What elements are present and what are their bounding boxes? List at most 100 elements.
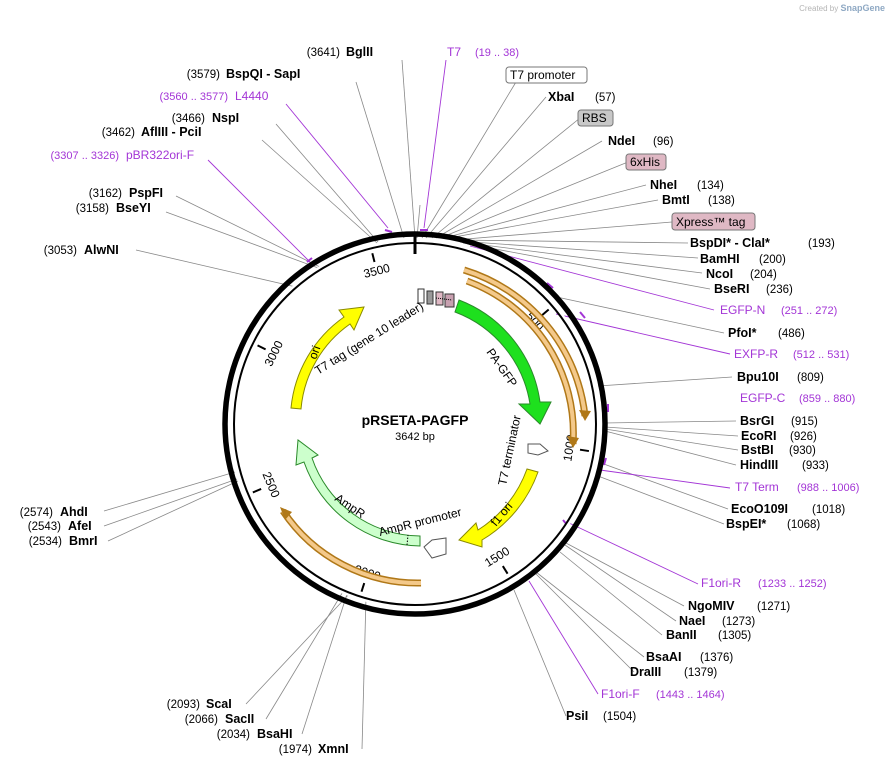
site-bpu10i: Bpu10I (737, 370, 779, 384)
rbs-feature (426, 290, 434, 305)
site-psii: PsiI (566, 709, 588, 723)
primer-egfp-n-pos: (251 .. 272) (781, 305, 837, 317)
site-bmri-pos: (2534) (29, 536, 62, 548)
site-bsaai-pos: (1376) (700, 652, 733, 664)
site-psii-pos: (1504) (603, 711, 636, 723)
site-pfoi: PfoI* (728, 326, 757, 340)
scale-tick-label-2500: 2500 (259, 470, 282, 500)
site-afei: AfeI (68, 519, 92, 533)
site-ngomiv-pos: (1271) (757, 601, 790, 613)
site-ecoo109i: EcoO109I (731, 502, 788, 516)
site-bseyi: BseYI (116, 201, 151, 215)
site-sacii: SacII (225, 712, 254, 726)
site-alwni-pos: (3053) (44, 245, 77, 257)
scale-tick-500 (541, 308, 550, 317)
primer-t7-term-pos: (988 .. 1006) (797, 482, 859, 494)
site-banii: BanII (666, 628, 697, 642)
site-xbai-pos: (57) (595, 92, 616, 104)
site-ncoi: NcoI (706, 267, 733, 281)
site-hindiii-pos: (933) (802, 460, 829, 472)
ampr-promoter-label: AmpR promoter (377, 505, 463, 539)
site-ahdi: AhdI (60, 505, 88, 519)
rbs-box-label: RBS (582, 111, 607, 125)
primer-exfp-r-pos: (512 .. 531) (793, 349, 849, 361)
primer-pbr322ori-f: pBR322ori-F (126, 148, 194, 162)
site-afei-pos: (2543) (28, 521, 61, 533)
scale-tick-label-3000: 3000 (262, 338, 287, 368)
primer-t7: T7 (447, 45, 461, 59)
primer-egfp-c-pos: (859 .. 880) (799, 393, 855, 405)
site-xmni: XmnI (318, 742, 349, 756)
watermark-prefix: Created by (799, 4, 839, 13)
xpress-tag-box-label: Xpress™ tag (676, 215, 745, 229)
site-bseri: BseRI (714, 282, 749, 296)
f1-ori-arrow (458, 468, 539, 548)
site-naei: NaeI (679, 614, 705, 628)
site-sacii-pos: (2066) (185, 714, 218, 726)
snapgene-watermark: Created by SnapGene (799, 3, 885, 13)
pagfp-arrow (454, 299, 552, 425)
site-hindiii: HindIII (740, 458, 778, 472)
site-banii-pos: (1305) (718, 630, 751, 642)
site-nhei: NheI (650, 178, 677, 192)
site-pspfi-pos: (3162) (89, 188, 122, 200)
site-alwni: AlwNI (84, 243, 119, 257)
boxed-feature-labels: T7 promoter RBS 6xHis Xpress™ tag (505, 66, 756, 231)
scale-tick-2000 (360, 582, 366, 592)
site-bseri-pos: (236) (766, 284, 793, 296)
backbone-outer-ring (222, 231, 608, 617)
site-scai: ScaI (206, 697, 232, 711)
site-draiii-pos: (1379) (684, 667, 717, 679)
site-ncoi-pos: (204) (750, 269, 777, 281)
t7-promoter-box (505, 66, 588, 84)
site-ndei: NdeI (608, 134, 635, 148)
site-ecori: EcoRI (741, 429, 776, 443)
t7-promoter-feature (417, 288, 425, 304)
site-pspfi: PspFI (129, 186, 163, 200)
site-bspqi-sapi: BspQI - SapI (226, 67, 300, 81)
scale-tick-2500 (252, 488, 262, 494)
site-naei-pos: (1273) (722, 616, 755, 628)
plasmid-name: pRSETA-PAGFP (362, 412, 469, 428)
site-ahdi-pos: (2574) (20, 507, 53, 519)
primer-exfp-r: EXFP-R (734, 347, 778, 361)
xpress-tag-box (671, 212, 756, 231)
primer-l4440: L4440 (235, 89, 269, 103)
site-bsrgi-pos: (915) (791, 416, 818, 428)
site-pfoi-pos: (486) (778, 328, 805, 340)
site-xmni-pos: (1974) (279, 744, 312, 756)
site-bglii: BglII (346, 45, 373, 59)
primer-f1ori-f: F1ori-F (601, 687, 640, 701)
t7-promoter-box-label: T7 promoter (510, 68, 575, 82)
xpress-tag-feature (444, 293, 455, 308)
site-afliii-pcii: AflIII - PciI (141, 125, 201, 139)
site-bstbi: BstBI (741, 443, 774, 457)
ampr-promoter-arrow (423, 537, 447, 559)
site-bstbi-pos: (930) (789, 445, 816, 457)
plasmid-length: 3642 bp (395, 431, 435, 443)
site-nspi-pos: (3466) (172, 113, 205, 125)
site-nspi: NspI (212, 111, 239, 125)
his-tag-box-label: 6xHis (630, 155, 660, 169)
site-bspdi-clai-pos: (193) (808, 238, 835, 250)
site-bspei: BspEI* (726, 517, 766, 531)
t7-terminator-arrow (527, 443, 549, 456)
site-scai-pos: (2093) (167, 699, 200, 711)
site-bsaai: BsaAI (646, 650, 681, 664)
primer-f1ori-r: F1ori-R (701, 576, 741, 590)
scale-tick-label-3500: 3500 (362, 261, 392, 281)
site-bspei-pos: (1068) (787, 519, 820, 531)
site-draiii: DraIII (630, 665, 661, 679)
primer-labels: T7(19 .. 38) (3560 .. 3577)L4440 (3307 .… (51, 45, 860, 701)
scale-tick-label-1500: 1500 (482, 544, 512, 570)
site-bglii-pos: (3641) (307, 47, 340, 59)
t7-terminator-label: T7 terminator (495, 414, 524, 487)
site-bmti-pos: (138) (708, 195, 735, 207)
site-ecori-pos: (926) (790, 431, 817, 443)
site-ndei-pos: (96) (653, 136, 674, 148)
site-afliii-pcii-pos: (3462) (102, 127, 135, 139)
site-ecoo109i-pos: (1018) (812, 504, 845, 516)
site-nhei-pos: (134) (697, 180, 724, 192)
watermark-brand: SnapGene (840, 3, 885, 13)
ori-arrow (290, 306, 365, 410)
